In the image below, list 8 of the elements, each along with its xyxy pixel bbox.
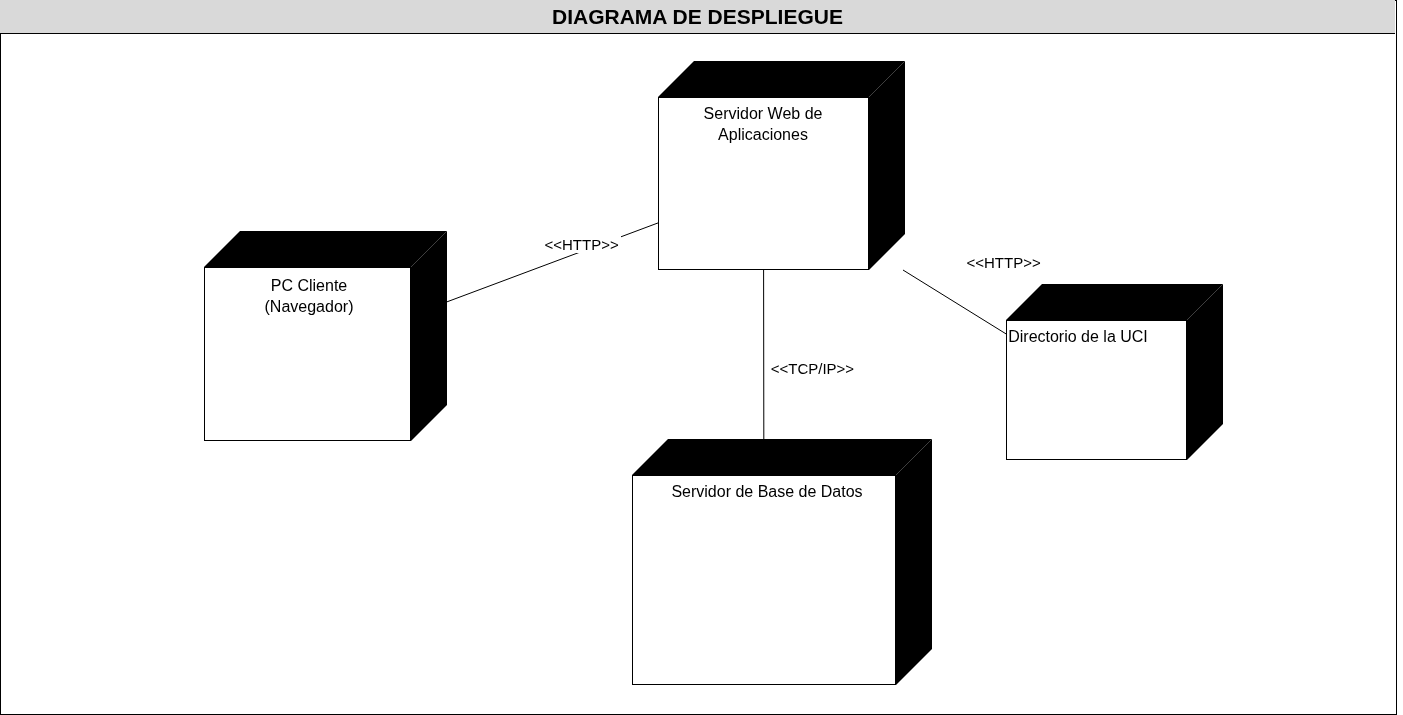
node-label: Servidor Web de Aplicaciones: [702, 104, 824, 145]
connector-line: [763, 269, 765, 440]
node-label: Directorio de la UCI: [1008, 327, 1148, 347]
node-label: PC Cliente (Navegador): [263, 276, 355, 317]
connector-line: [902, 269, 1007, 335]
edge-label: <<HTTP>>: [542, 236, 621, 254]
title-bar: DIAGRAMA DE DESPLIEGUE: [0, 0, 1395, 34]
node-label: Servidor de Base de Datos: [670, 482, 864, 502]
